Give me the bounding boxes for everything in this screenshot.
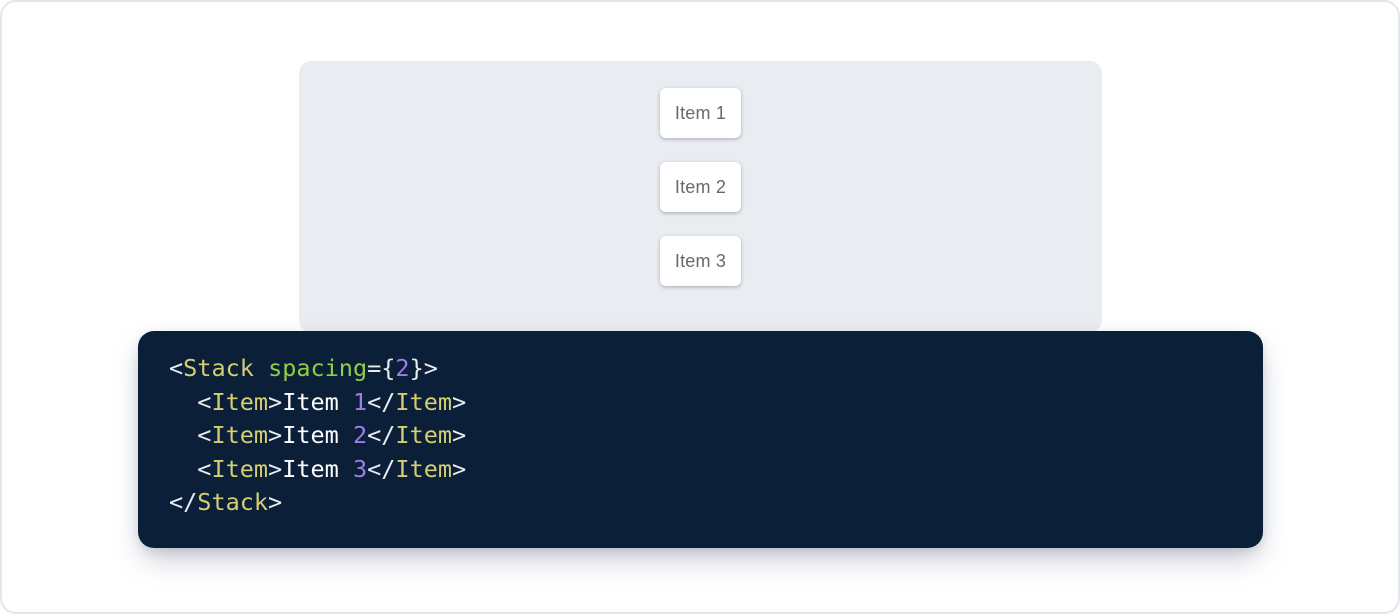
code-token-punct: >	[268, 488, 283, 517]
code-token-tag: Item	[395, 387, 452, 416]
code-token-plain	[169, 388, 197, 416]
code-token-plain: Item	[282, 387, 353, 416]
code-token-punct: >	[268, 387, 283, 416]
code-token-punct: </	[169, 488, 198, 517]
code-token-num: 3	[352, 454, 368, 483]
code-token-plain: Item	[282, 421, 353, 450]
code-token-num: 1	[352, 387, 368, 416]
code-token-tag: Item	[211, 454, 269, 483]
code-token-punct: >	[452, 387, 467, 416]
stack-item: Item 2	[660, 162, 741, 212]
code-block[interactable]: <Stack spacing={2}> <Item>Item 1</Item> …	[138, 331, 1263, 548]
code-token-punct: >	[268, 454, 283, 483]
stack-demo-panel: Item 1 Item 2 Item 3	[299, 61, 1102, 332]
code-token-punct: >	[268, 421, 283, 450]
code-line: <Item>Item 3</Item>	[169, 453, 1235, 487]
code-token-plain: Item	[282, 454, 353, 483]
code-token-num: 2	[395, 354, 410, 382]
code-token-punct: >	[452, 421, 467, 450]
code-token-tag: Item	[211, 421, 269, 450]
code-token-plain	[254, 354, 268, 382]
code-token-punct: <	[169, 354, 184, 382]
code-line: <Item>Item 1</Item>	[169, 386, 1235, 420]
code-line: <Item>Item 2</Item>	[169, 419, 1235, 453]
code-token-tag: Item	[395, 421, 452, 450]
code-token-attr: spacing	[268, 354, 368, 382]
code-token-punct: <	[197, 387, 212, 416]
stack-item: Item 1	[660, 88, 741, 138]
code-token-punct: </	[367, 387, 396, 416]
stack-item: Item 3	[660, 236, 741, 286]
code-token-plain	[169, 455, 197, 483]
code-token-punct: ={	[367, 354, 396, 382]
code-token-num: 2	[352, 421, 368, 450]
code-token-punct: <	[197, 421, 212, 450]
code-token-punct: >	[452, 454, 467, 483]
code-token-tag: Item	[211, 387, 269, 416]
code-token-tag: Stack	[183, 354, 254, 382]
code-token-tag: Stack	[197, 488, 269, 517]
code-content[interactable]: <Stack spacing={2}> <Item>Item 1</Item> …	[169, 352, 1235, 520]
code-token-plain	[169, 421, 197, 449]
code-token-punct: <	[197, 454, 212, 483]
code-token-punct: }>	[409, 354, 438, 382]
code-token-punct: </	[367, 454, 396, 483]
code-line: </Stack>	[169, 486, 1235, 520]
code-token-punct: </	[367, 421, 396, 450]
code-token-tag: Item	[395, 454, 452, 483]
code-line: <Stack spacing={2}>	[169, 352, 1235, 386]
